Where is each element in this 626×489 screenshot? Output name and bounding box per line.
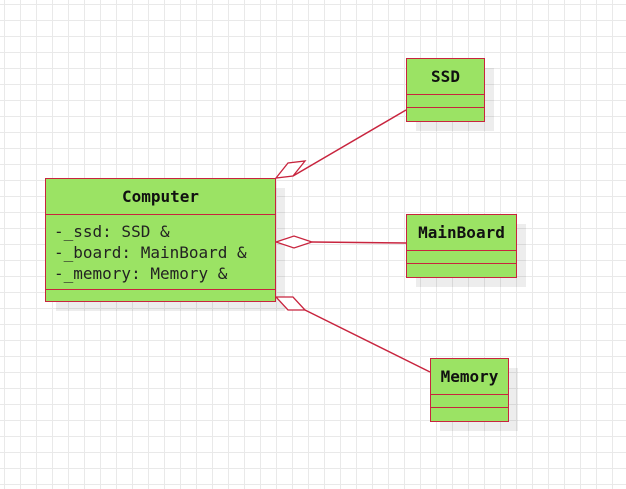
attributes-section <box>407 251 516 264</box>
attributes-section <box>407 95 484 108</box>
aggregation-diamond <box>273 235 315 249</box>
class-mainboard[interactable]: MainBoard <box>406 214 517 278</box>
attributes-section <box>431 395 508 408</box>
aggregation-line <box>292 109 407 177</box>
aggregation-diamond <box>274 296 307 311</box>
class-name: MainBoard <box>407 215 516 251</box>
class-computer[interactable]: Computer -_ssd: SSD & -_board: MainBoard… <box>45 178 276 302</box>
aggregation-computer-mainboard[interactable] <box>273 235 407 249</box>
class-name: Memory <box>431 359 508 395</box>
aggregation-computer-memory[interactable] <box>274 296 431 373</box>
attribute: -_board: MainBoard & <box>54 243 247 262</box>
class-name: SSD <box>407 59 484 95</box>
aggregation-diamond <box>274 160 307 179</box>
attribute: -_ssd: SSD & <box>54 222 170 241</box>
aggregation-line <box>311 241 407 244</box>
class-name: Computer <box>46 179 275 215</box>
class-memory[interactable]: Memory <box>430 358 509 422</box>
aggregation-computer-ssd[interactable] <box>274 109 407 179</box>
attributes-section: -_ssd: SSD & -_board: MainBoard & -_memo… <box>46 215 275 290</box>
aggregation-line <box>304 309 431 373</box>
attribute: -_memory: Memory & <box>54 264 228 283</box>
class-ssd[interactable]: SSD <box>406 58 485 122</box>
